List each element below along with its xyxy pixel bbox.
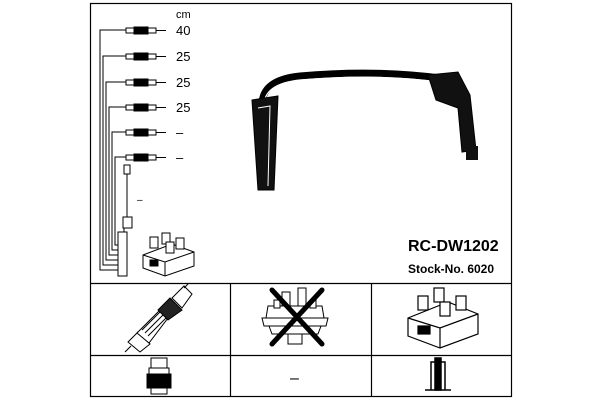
stock-number: Stock-No. 6020 (408, 262, 494, 276)
lead-length: 25 (176, 100, 190, 115)
lead-row: 25 (125, 75, 190, 90)
spark-plug-icon (124, 283, 193, 353)
spark-plug-boot-icon (251, 95, 279, 191)
lead-length: 40 (176, 23, 190, 38)
panel-frame (89, 2, 513, 398)
distributor-connector-type: – (290, 370, 299, 387)
vertical-lead-icon (122, 164, 133, 229)
lead-cable-highlight (263, 76, 439, 105)
lead-connector-icon (125, 26, 166, 35)
lead-row: – (125, 150, 184, 165)
unit-label: cm (176, 9, 191, 21)
ignition-lead-illustration (251, 69, 478, 191)
coil-connector-icon (425, 357, 451, 391)
lead-row: 25 (125, 100, 190, 115)
not-applicable-cross-icon (269, 287, 325, 347)
spark-plug-connector-icon (146, 357, 172, 395)
coil-pack-icon (407, 287, 479, 349)
lead-row: – (125, 125, 184, 140)
lead-cable (258, 69, 444, 109)
lead-row: 25 (125, 49, 190, 64)
lead-connector-icon (125, 78, 166, 87)
lead-connector-icon (125, 52, 166, 61)
coil-boot-tip (466, 146, 478, 160)
lead-length: 25 (176, 75, 190, 90)
lead-length: – (176, 125, 184, 140)
lead-length: – (176, 150, 184, 165)
lead-length: 25 (176, 49, 190, 64)
part-number: RC-DW1202 (408, 238, 499, 255)
extra-lead-length: – (137, 195, 143, 206)
coil-pack-small-icon (117, 231, 195, 277)
coil-boot-icon (427, 71, 477, 153)
lead-connector-icon (125, 103, 166, 112)
lead-row: 40 (125, 23, 190, 38)
lead-connector-icon (125, 128, 166, 137)
lead-connector-icon (125, 153, 166, 162)
